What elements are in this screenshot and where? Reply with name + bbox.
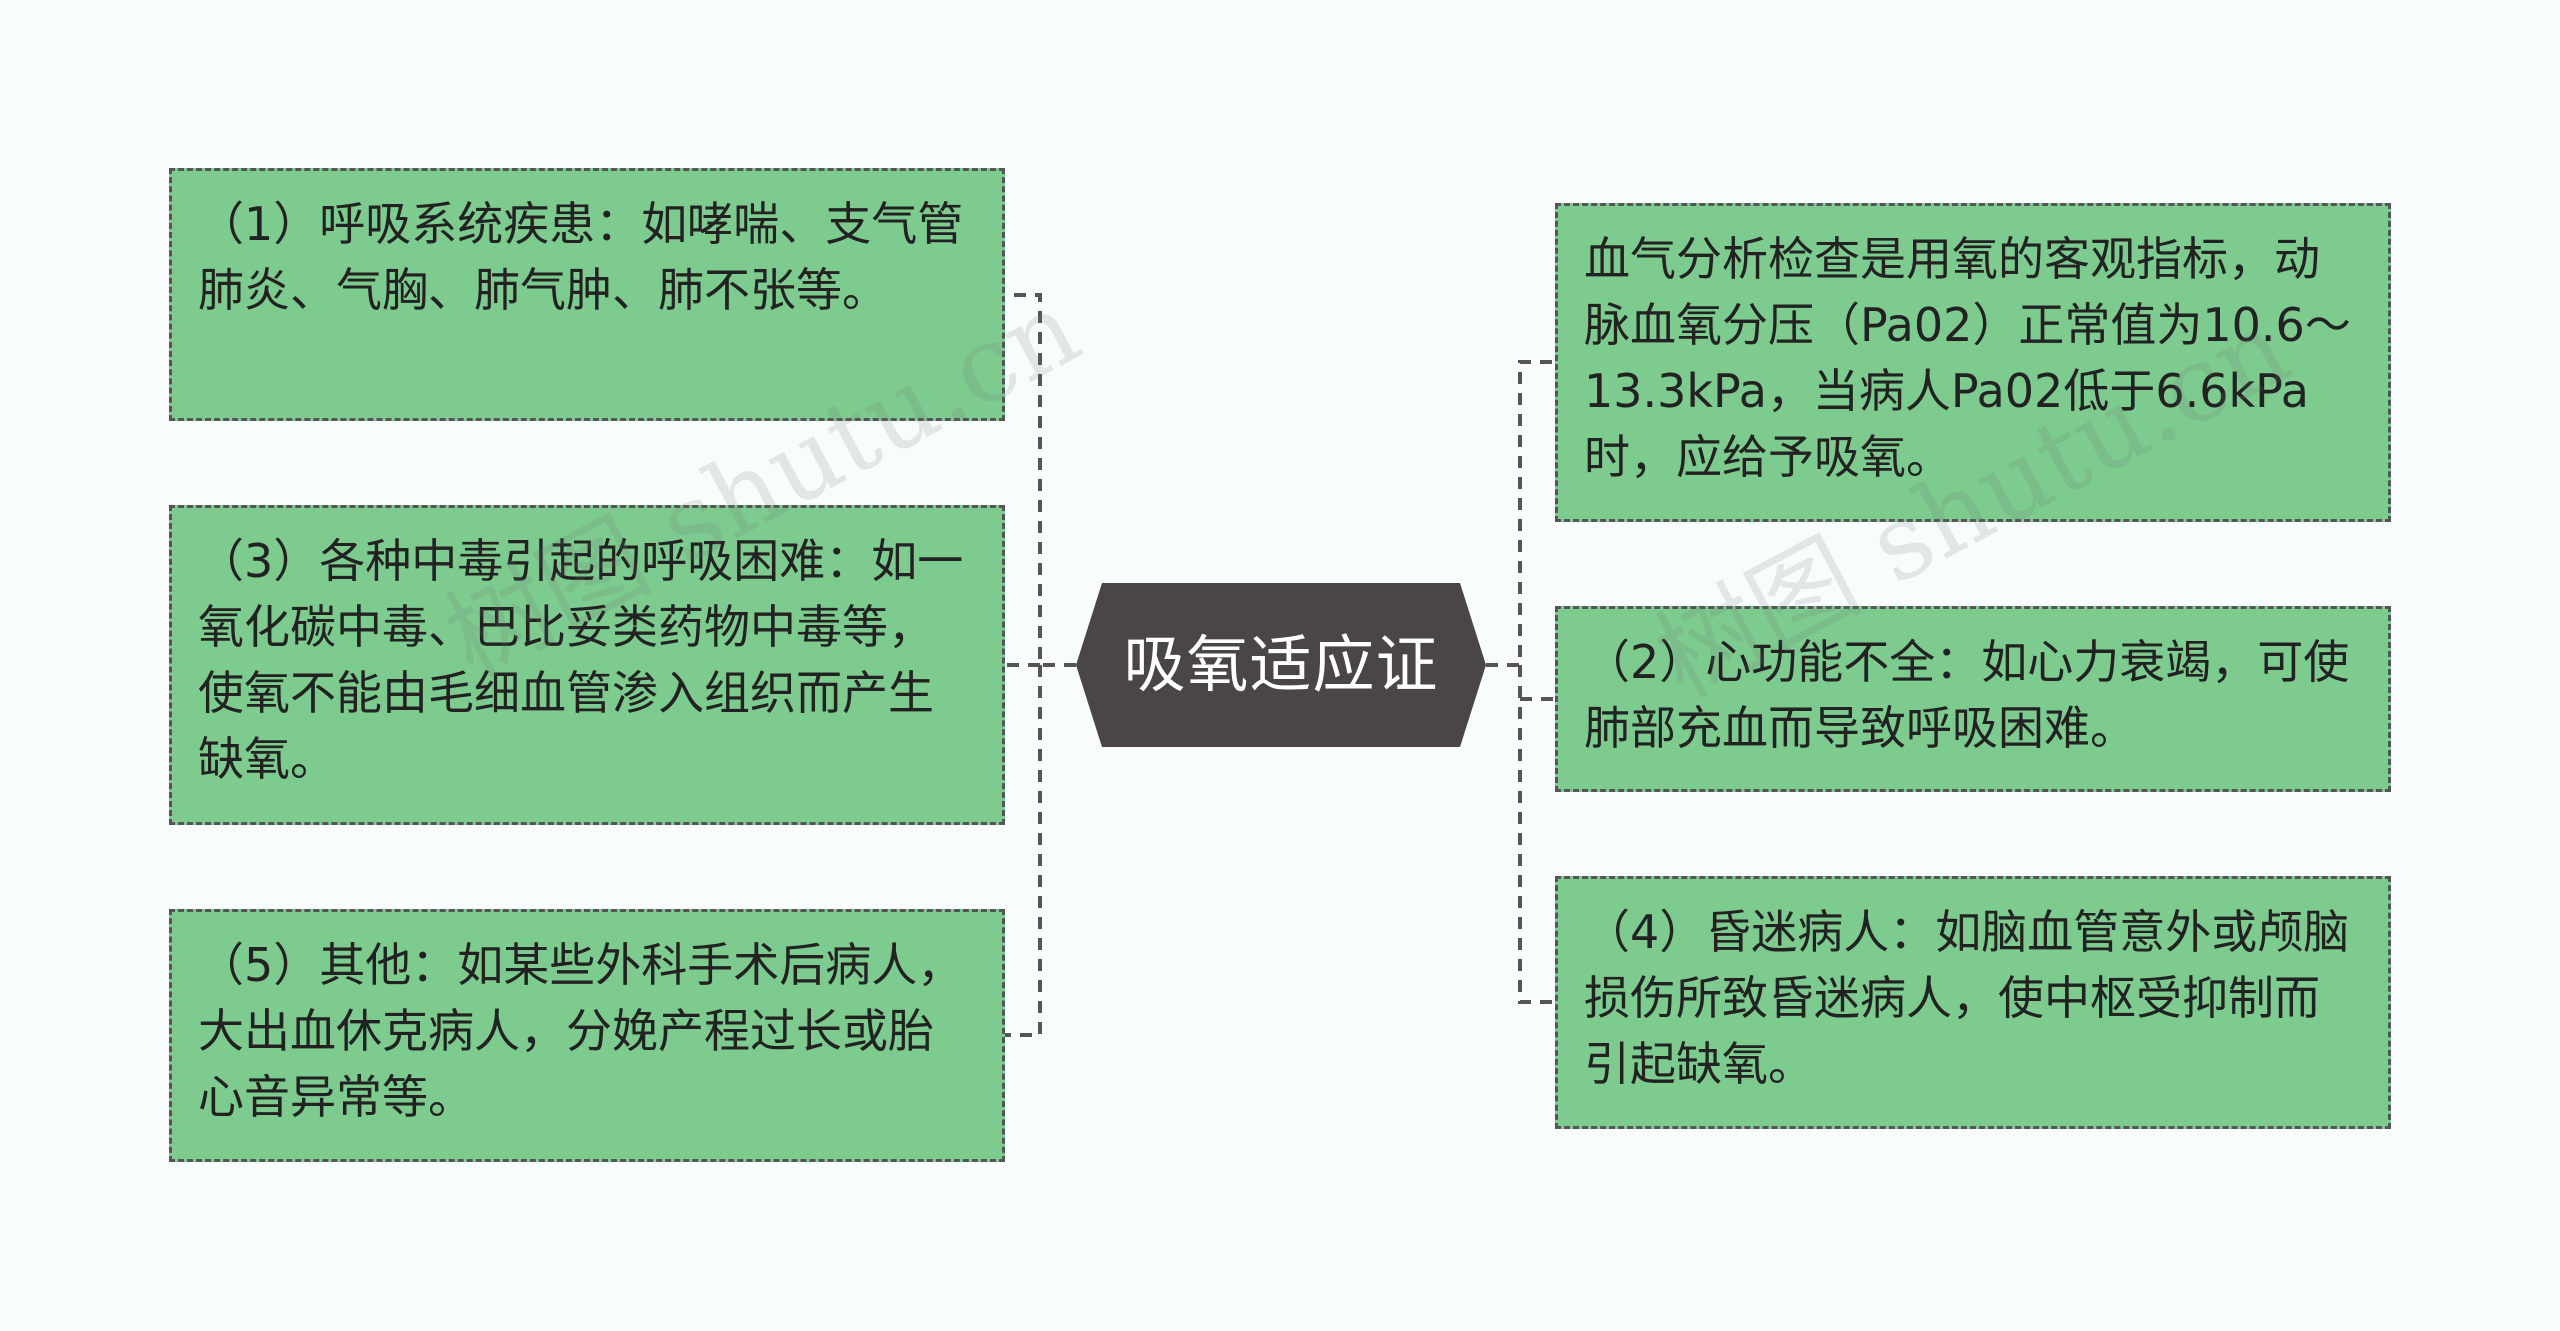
connector-left-bottom [1005, 665, 1042, 1037]
topic-node-blood-gas[interactable]: 血气分析检查是用氧的客观指标，动脉血氧分压（Pa02）正常值为10.6～13.3… [1555, 203, 2391, 522]
central-topic[interactable]: 吸氧适应证 [1076, 583, 1486, 747]
topic-node-text: （2）心功能不全：如心力衰竭，可使肺部充血而导致呼吸困难。 [1584, 635, 2350, 755]
topic-node-poisoning[interactable]: （3）各种中毒引起的呼吸困难：如一氧化碳中毒、巴比妥类药物中毒等，使氧不能由毛细… [169, 505, 1005, 825]
topic-node-text: 血气分析检查是用氧的客观指标，动脉血氧分压（Pa02）正常值为10.6～13.3… [1584, 232, 2351, 484]
topic-node-coma[interactable]: （4）昏迷病人：如脑血管意外或颅脑损伤所致昏迷病人，使中枢受抑制而引起缺氧。 [1555, 876, 2391, 1129]
central-topic-label: 吸氧适应证 [1123, 628, 1439, 701]
topic-node-text: （3）各种中毒引起的呼吸困难：如一氧化碳中毒、巴比妥类药物中毒等，使氧不能由毛细… [198, 534, 964, 786]
connector-right-trunk [1486, 360, 1555, 667]
connector-left-trunk [1005, 293, 1076, 667]
topic-node-heart-failure[interactable]: （2）心功能不全：如心力衰竭，可使肺部充血而导致呼吸困难。 [1555, 606, 2391, 792]
connector-right-bottom [1518, 665, 1555, 1004]
topic-node-text: （5）其他：如某些外科手术后病人，大出血休克病人，分娩产程过长或胎心音异常等。 [198, 938, 964, 1124]
central-topic-hexagon [1076, 583, 1486, 747]
topic-node-text: （4）昏迷病人：如脑血管意外或颅脑损伤所致昏迷病人，使中枢受抑制而引起缺氧。 [1584, 905, 2350, 1091]
topic-node-text: （1）呼吸系统疾患：如哮喘、支气管肺炎、气胸、肺气肿、肺不张等。 [198, 197, 964, 317]
topic-node-respiratory-disease[interactable]: （1）呼吸系统疾患：如哮喘、支气管肺炎、气胸、肺气肿、肺不张等。 [169, 168, 1005, 421]
topic-node-other[interactable]: （5）其他：如某些外科手术后病人，大出血休克病人，分娩产程过长或胎心音异常等。 [169, 909, 1005, 1162]
